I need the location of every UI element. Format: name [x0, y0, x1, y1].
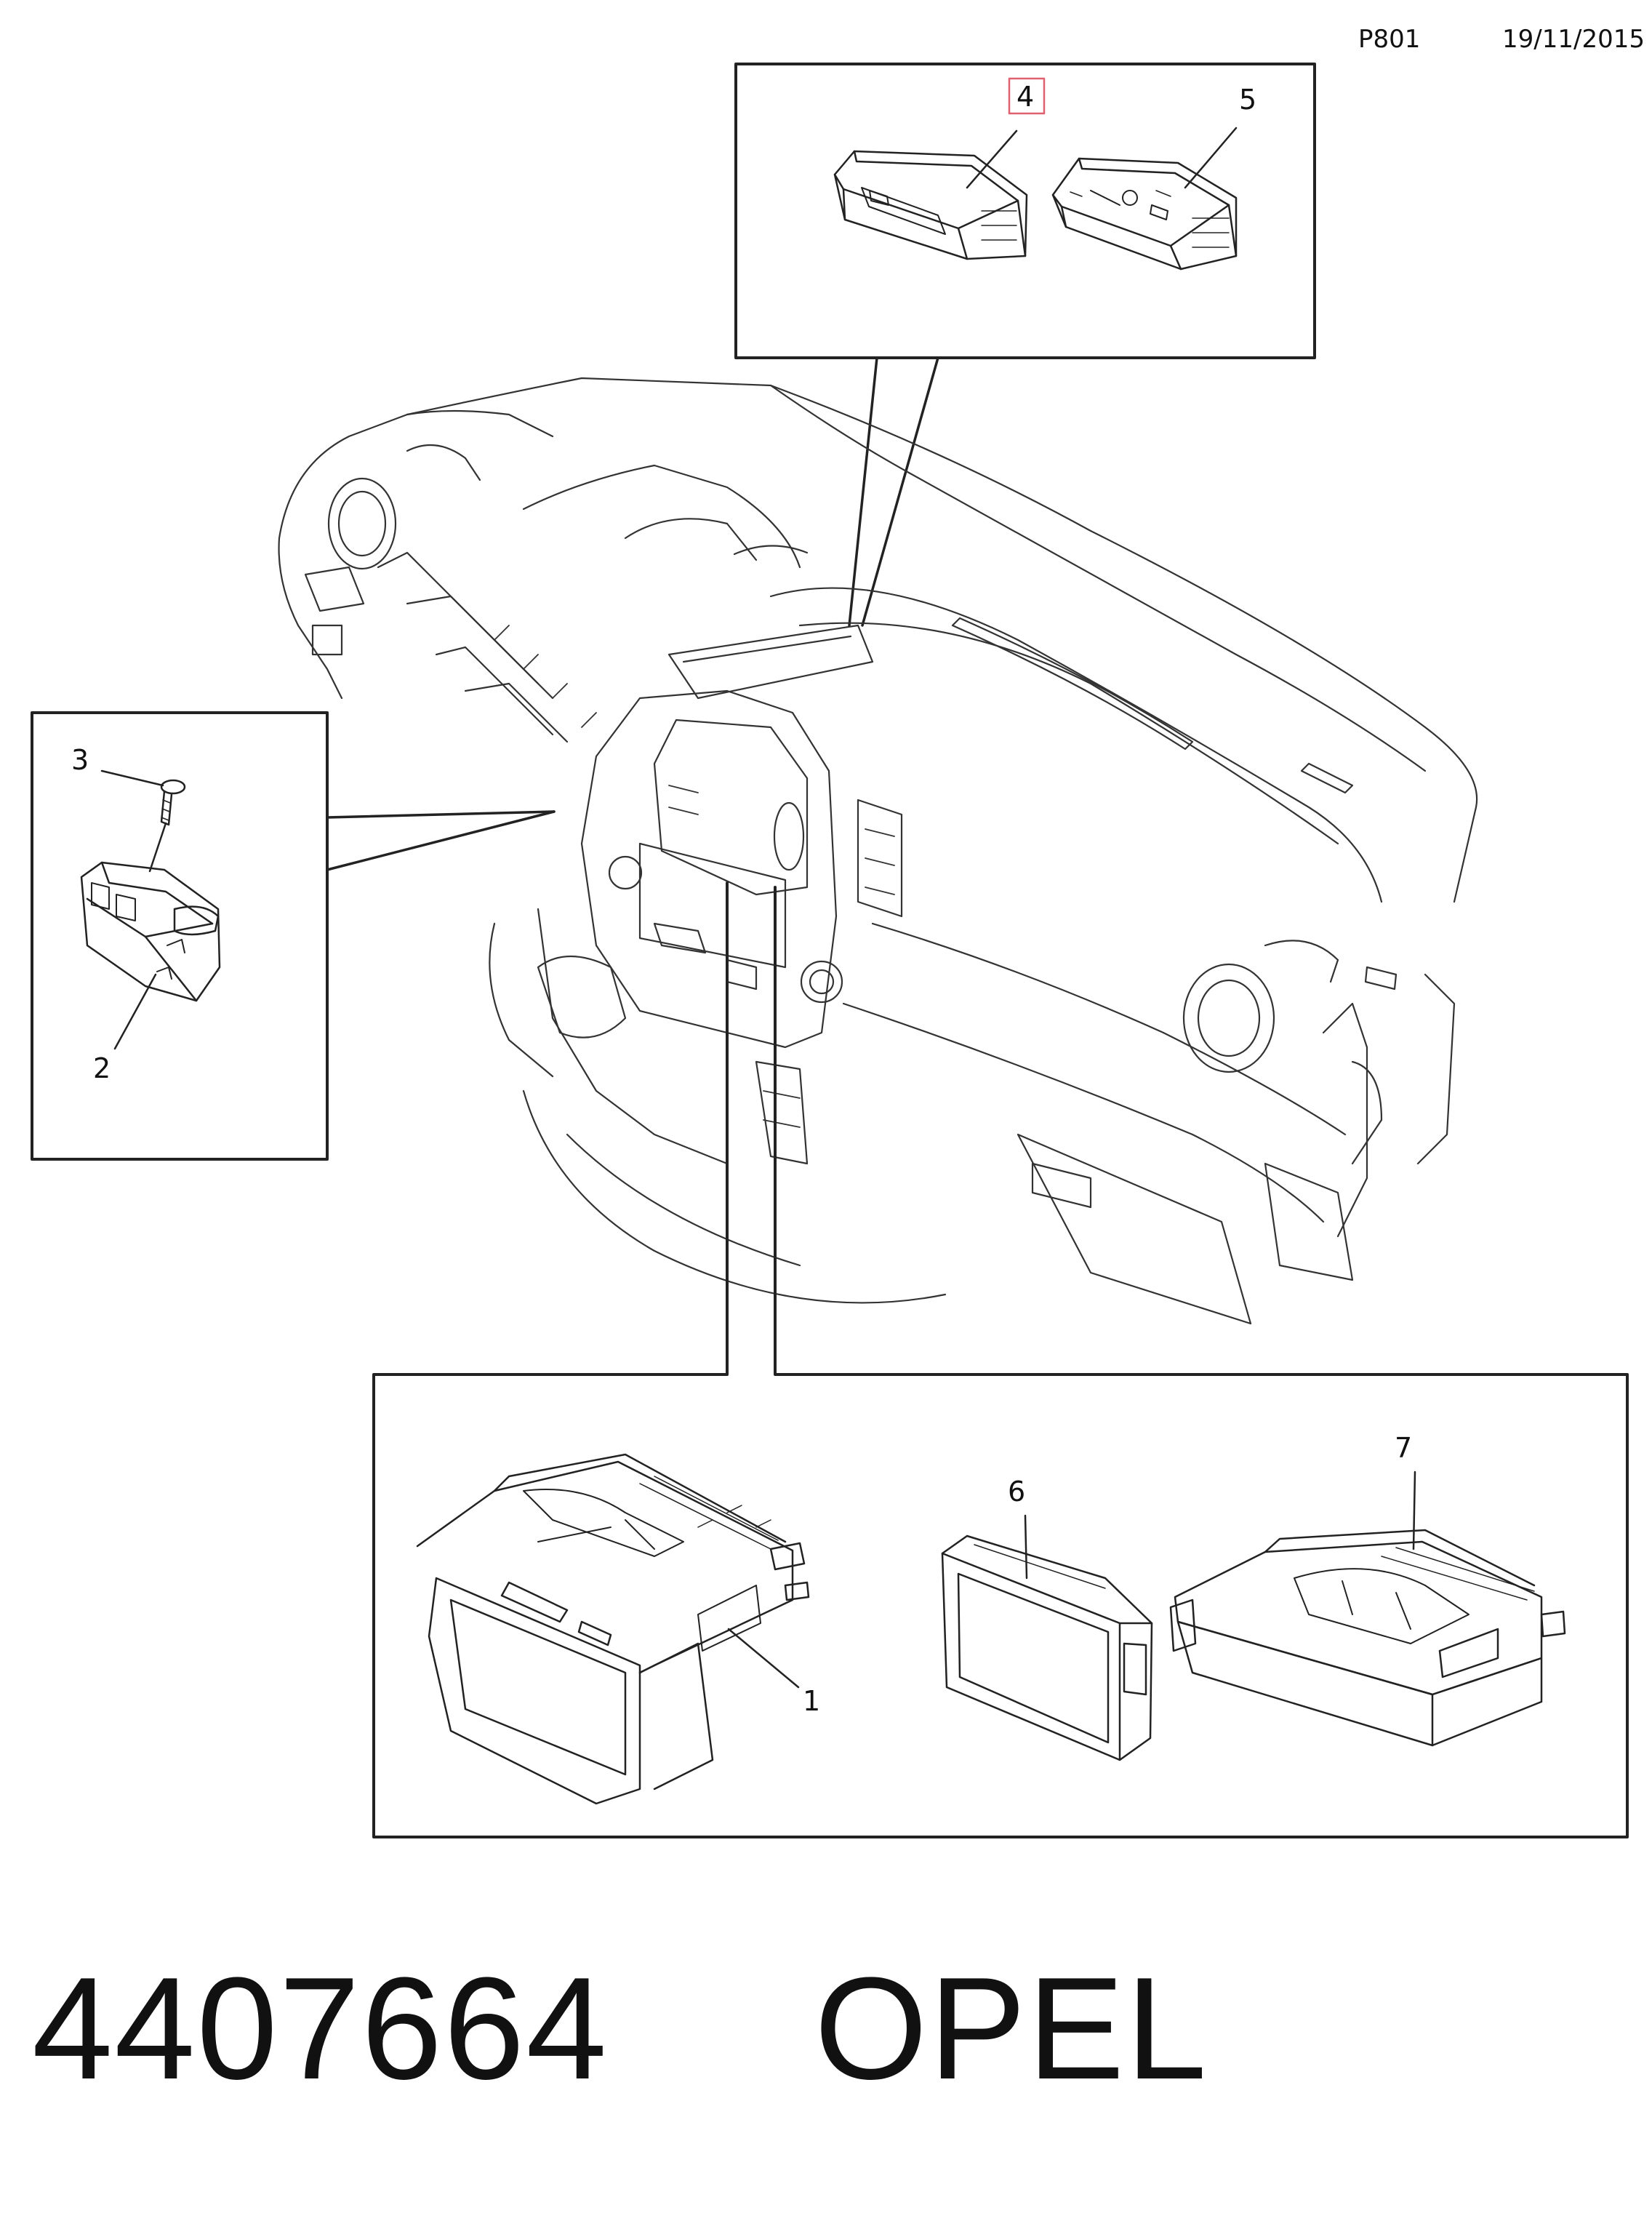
sheet-date: 19/11/2015	[1502, 25, 1645, 54]
aux-usb-module-part	[1051, 157, 1238, 271]
inset-bottom: 1 6 7	[372, 881, 1629, 1838]
sheet-code: P801	[1358, 25, 1421, 54]
callout-6: 6	[1008, 1476, 1025, 1508]
callout-7: 7	[1395, 1432, 1412, 1464]
callout-5: 5	[1239, 84, 1256, 116]
switch-module-part	[80, 861, 221, 1002]
callout-1: 1	[803, 1685, 820, 1717]
screw-part	[160, 779, 186, 826]
dashboard-illustration	[278, 377, 1478, 1325]
inset-left: 3 2	[31, 711, 556, 1161]
callout-3: 3	[71, 744, 89, 776]
part-number: 4407664	[32, 1948, 609, 2110]
display-screen-part	[941, 1534, 1153, 1761]
callout-4: 4	[1017, 81, 1034, 113]
brand-name: OPEL	[814, 1948, 1208, 2110]
callout-4-highlight	[1008, 77, 1046, 115]
usb-module-part	[833, 150, 1028, 260]
inset-top: 4 5	[734, 63, 1316, 627]
radio-unit-part	[1169, 1529, 1566, 1747]
multimedia-unit-part	[416, 1453, 810, 1805]
callout-2: 2	[93, 1052, 111, 1084]
